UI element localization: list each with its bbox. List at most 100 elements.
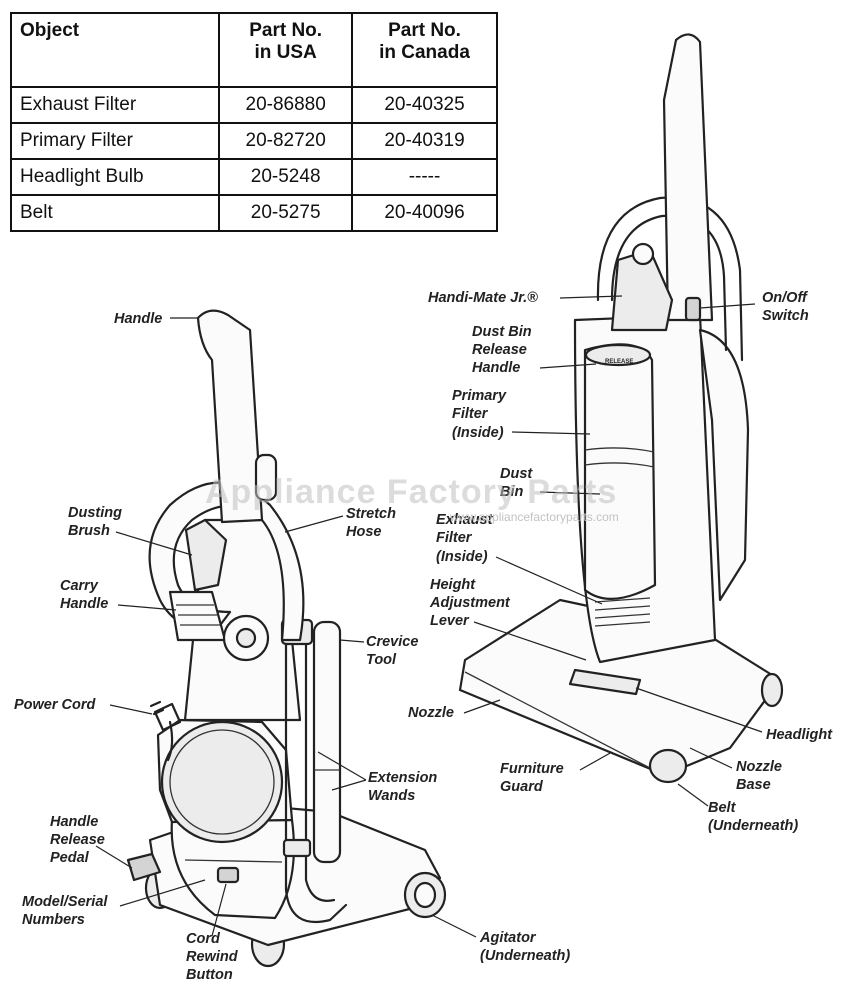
label-headlight: Headlight — [766, 727, 833, 743]
dust-bin-release-dial — [584, 343, 652, 367]
label-handle-release-pedal: Handle Release Pedal — [50, 814, 109, 866]
hose-cuff-lower — [282, 838, 312, 858]
table-cell: ----- — [351, 158, 498, 196]
front-hose-loop — [596, 196, 744, 362]
exhaust-vent — [594, 621, 651, 627]
dusting-brush-shape — [184, 518, 228, 592]
exhaust-vent — [594, 613, 651, 619]
label-power-cord: Power Cord — [14, 697, 97, 713]
header-object: Object — [9, 12, 221, 88]
leader-extension-wands — [317, 751, 367, 791]
header-part-canada: Part No.in Canada — [351, 12, 498, 88]
power-cord-plug-shape — [153, 702, 182, 732]
label-nozzle: Nozzle — [408, 705, 454, 721]
leader-crevice-tool — [339, 639, 365, 643]
neck-cylinder — [254, 453, 278, 502]
plug-prong — [149, 700, 162, 708]
hose-tube-inner — [304, 628, 336, 902]
power-cord-wire — [166, 720, 174, 762]
leader-dusting-brush — [115, 531, 193, 556]
leader-on-off — [699, 303, 756, 309]
table-cell: Exhaust Filter — [9, 86, 221, 124]
label-height-adjust: Height Adjustment Lever — [429, 577, 514, 629]
hose-tube — [284, 628, 348, 924]
dust-bin-band — [584, 447, 655, 453]
leader-dust-bin-release — [539, 363, 597, 369]
table-cell: 20-82720 — [218, 122, 354, 160]
exhaust-vent — [594, 605, 651, 611]
label-on-off-switch: On/Off Switch — [762, 290, 811, 324]
table-cell: 20-40325 — [351, 86, 498, 124]
label-crevice-tool: Crevice Tool — [366, 634, 422, 668]
table-row: Exhaust Filter 20-86880 20-40325 — [9, 86, 498, 124]
rear-view-vacuum — [126, 309, 447, 968]
rear-motor-cover — [160, 720, 284, 844]
cord-rewind-button-shape — [216, 866, 240, 884]
rear-motor-cover-rim — [169, 729, 275, 835]
leader-primary-filter — [511, 431, 591, 435]
plug-prong — [152, 708, 165, 716]
table-header-row: Object Part No.in USA Part No.in Canada — [9, 12, 498, 88]
label-agitator: Agitator (Underneath) — [479, 930, 570, 964]
leader-agitator — [431, 914, 477, 938]
table-cell: Belt — [9, 194, 221, 232]
rear-handle — [196, 309, 264, 524]
agitator-end-inner — [413, 881, 437, 909]
table-cell: 20-86880 — [218, 86, 354, 124]
leader-exhaust-filter — [495, 556, 603, 605]
dust-bin-shape — [583, 343, 657, 600]
leader-cord-rewind — [211, 883, 227, 937]
table-row: Belt 20-5275 20-40096 — [9, 194, 498, 232]
labels: Handle Dusting Brush Carry Handle Power … — [14, 290, 833, 983]
front-rear-wheel — [760, 672, 784, 708]
cord-wrap — [698, 328, 750, 602]
label-belt: Belt (Underneath) — [708, 800, 798, 834]
nozzle-front-edge — [464, 671, 651, 769]
leader-height-adjust — [473, 621, 587, 661]
leader-furniture-guard — [579, 751, 613, 771]
label-dust-bin-release: Dust Bin Release Handle — [472, 324, 536, 376]
table-row: Primary Filter 20-82720 20-40319 — [9, 122, 498, 160]
side-knob-inner — [235, 627, 257, 649]
exhaust-vent — [594, 597, 651, 603]
leader-power-cord — [109, 704, 153, 715]
table-cell: 20-5275 — [218, 194, 354, 232]
parts-table: Object Part No.in USA Part No.in Canada … — [9, 12, 498, 232]
table-row: Headlight Bulb 20-5248 ----- — [9, 158, 498, 196]
table-cell: Primary Filter — [9, 122, 221, 160]
leader-belt — [677, 783, 709, 807]
release-text: RELEASE — [605, 359, 633, 365]
label-handi-mate: Handi-Mate Jr.® — [428, 290, 538, 306]
label-extension-wands: Extension Wands — [368, 770, 441, 804]
front-handle — [662, 33, 714, 322]
label-exhaust-filter: Exhaust Filter (Inside) — [436, 512, 496, 565]
rear-body-seam — [184, 859, 283, 863]
nozzle-roller-end — [648, 748, 688, 784]
leader-handi-mate — [559, 295, 623, 299]
label-nozzle-base: Nozzle Base — [736, 759, 786, 793]
label-handle: Handle — [114, 311, 162, 327]
label-dusting-brush: Dusting Brush — [68, 505, 126, 539]
leader-carry-handle — [117, 604, 177, 611]
table-cell: Headlight Bulb — [9, 158, 221, 196]
label-carry-handle: Carry Handle — [60, 578, 108, 612]
front-view-vacuum: RELEASE — [458, 33, 784, 784]
leader-lines — [95, 295, 763, 938]
label-cord-rewind: Cord Rewind Button — [186, 931, 242, 983]
leader-nozzle — [463, 699, 501, 714]
label-stretch-hose: Stretch Hose — [346, 506, 400, 540]
table-cell: 20-40319 — [351, 122, 498, 160]
label-model-serial: Model/Serial Numbers — [22, 894, 111, 928]
watermark-url: www.appliancefactoryparts.com — [449, 510, 619, 524]
table-cell: 20-5248 — [218, 158, 354, 196]
leader-nozzle-base — [689, 747, 733, 769]
header-part-usa: Part No.in USA — [218, 12, 354, 88]
label-primary-filter: Primary Filter (Inside) — [452, 388, 510, 441]
leader-headlight — [635, 687, 763, 733]
on-off-switch-shape — [684, 296, 702, 322]
crevice-tool-shape — [312, 620, 342, 864]
label-dust-bin: Dust Bin — [500, 466, 536, 500]
leader-stretch-hose — [284, 515, 344, 533]
leader-model-serial — [119, 879, 206, 907]
